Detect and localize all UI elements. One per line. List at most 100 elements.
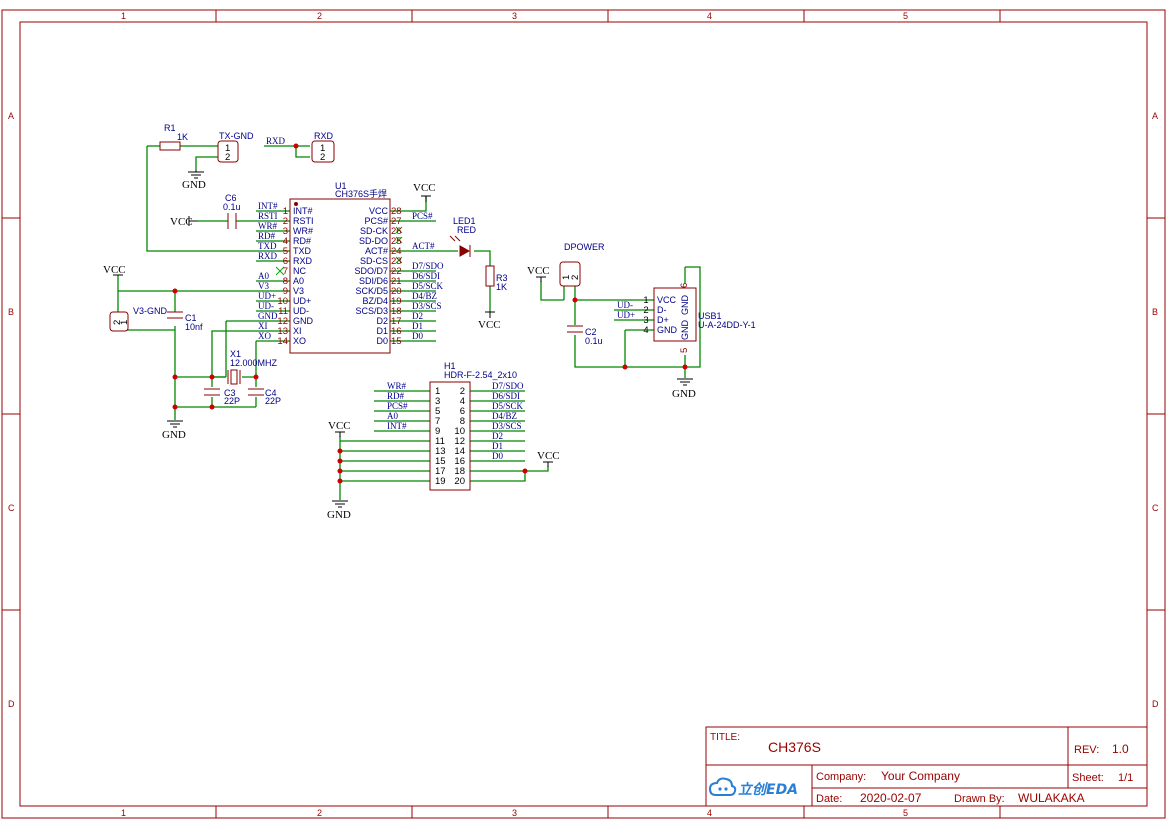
u1-pin-27-number: 27 xyxy=(391,216,402,227)
r1-value: 1K xyxy=(177,132,188,142)
gnd-label: GND xyxy=(327,509,351,521)
h1-pin-13-number: 13 xyxy=(435,446,446,457)
connector-rxd[interactable]: 1 2 RXD xyxy=(311,131,335,163)
v3-gnd-ref: V3-GND xyxy=(133,306,168,316)
u1-pin-26-number: 26 xyxy=(391,226,402,237)
connector-dpower[interactable]: 1 2 DPOWER xyxy=(559,242,605,287)
usb-pin5-num: 5 xyxy=(679,348,690,353)
date-label: Date: xyxy=(816,793,842,805)
net-label: INT# xyxy=(258,201,278,211)
u1-pin-27-name: PCS# xyxy=(364,216,388,226)
capacitor-c2[interactable]: C2 0.1u xyxy=(567,325,603,346)
crystal-x1[interactable]: X1 12.000MHZ xyxy=(227,349,278,385)
cloud-icon xyxy=(708,777,737,796)
net-label: GND xyxy=(258,311,278,321)
connector-v3-gnd[interactable]: 2 1 V3-GND xyxy=(109,306,168,332)
usb-pin-1-name: VCC xyxy=(657,295,677,305)
u1-pin-16-number: 16 xyxy=(391,326,402,337)
sheet-label: Sheet: xyxy=(1072,772,1104,784)
c3-ref: C3 xyxy=(224,388,236,398)
gnd-symbol: GND xyxy=(182,170,206,191)
capacitor-c4[interactable]: C4 22P xyxy=(248,388,281,406)
net-label: RXD xyxy=(258,251,278,261)
u1-pin-19-name: BZ/D4 xyxy=(362,296,388,306)
usb-pin-2-number: 2 xyxy=(643,305,648,316)
frame-col-5-top: 5 xyxy=(903,11,908,21)
u1-pin-1-number: 1 xyxy=(283,206,288,217)
u1-pin-28-number: 28 xyxy=(391,206,402,217)
power-symbols: VCC VCC VCC VCC VCC VCC VCC GND xyxy=(103,170,696,521)
dpower-ref: DPOWER xyxy=(564,242,605,252)
h1-pin-3-number: 3 xyxy=(435,396,440,407)
capacitor-c1[interactable]: C1 10nf xyxy=(167,311,203,332)
net-label: WR# xyxy=(387,381,406,391)
net-label: ACT# xyxy=(412,241,435,251)
drawn-by-value: WULAKAKA xyxy=(1018,791,1085,805)
frame-row-b-right: B xyxy=(1152,307,1158,317)
usb-pin-2-name: D- xyxy=(657,305,667,315)
frame-col-2-top: 2 xyxy=(317,11,322,21)
h1-pin-17-number: 17 xyxy=(435,466,446,477)
net-label: D7/SDO xyxy=(492,381,524,391)
frame-row-a-right: A xyxy=(1152,111,1158,121)
company-value: Your Company xyxy=(881,769,960,783)
net-label: UD- xyxy=(617,300,633,310)
junctions xyxy=(172,143,688,484)
tx-gnd-pin2: 2 xyxy=(225,152,230,163)
vcc-symbol: VCC xyxy=(170,216,198,228)
net-label: UD+ xyxy=(258,291,276,301)
u1-pin-18-name: SCS/D3 xyxy=(355,306,388,316)
vcc-symbol: VCC xyxy=(478,311,501,331)
vcc-label: VCC xyxy=(103,264,126,276)
capacitor-c3[interactable]: C3 22P xyxy=(204,388,240,406)
u1-pin-2-number: 2 xyxy=(283,216,288,227)
vcc-label: VCC xyxy=(527,265,550,277)
u1-pin-15-number: 15 xyxy=(391,336,402,347)
u1-pin-25-name: SD-DO xyxy=(359,236,388,246)
h1-pin-4-number: 4 xyxy=(460,396,465,407)
rev-value: 1.0 xyxy=(1112,742,1129,756)
frame-col-2-bottom: 2 xyxy=(317,808,322,818)
c2-ref: C2 xyxy=(585,327,597,337)
net-rxd: RXD xyxy=(266,136,286,146)
frame-col-5-bottom: 5 xyxy=(903,808,908,818)
u1-pin-6-name: RXD xyxy=(293,256,313,266)
r3-value: 1K xyxy=(496,282,507,292)
led-led1[interactable]: LED1 RED xyxy=(449,216,477,257)
u1-pin-11-name: UD- xyxy=(293,306,309,316)
usb-pin-4-number: 4 xyxy=(643,325,648,336)
u1-pin-24-number: 24 xyxy=(391,246,402,257)
capacitor-c6[interactable]: C6 0.1u xyxy=(223,193,241,229)
usb-pin-4-name: GND xyxy=(657,325,678,335)
net-label: INT# xyxy=(387,421,407,431)
vcc-label: VCC xyxy=(413,182,436,194)
h1-pin-10-number: 10 xyxy=(454,426,465,437)
u1-pin-9-number: 9 xyxy=(283,286,288,297)
resistor-r3[interactable]: R3 1K xyxy=(485,265,508,292)
usb-pin6-num: 6 xyxy=(679,283,690,288)
u1-pin-12-number: 12 xyxy=(277,316,288,327)
frame-col-4-bottom: 4 xyxy=(707,808,712,818)
c6-ref: C6 xyxy=(225,193,237,203)
u1-value: CH376S手焊 xyxy=(335,188,387,199)
resistor-r1[interactable]: R1 1K xyxy=(159,123,188,151)
frame-row-a-left: A xyxy=(8,111,14,121)
frame-row-d-right: D xyxy=(1152,699,1159,709)
net-label: D6/SDI xyxy=(492,391,520,401)
u1-pin-15-name: D0 xyxy=(376,336,388,346)
u1-pin-14-name: XO xyxy=(293,336,306,346)
u1-pin-8-number: 8 xyxy=(283,276,288,287)
u1-pin-20-number: 20 xyxy=(391,286,402,297)
vcc-symbol: VCC xyxy=(413,182,436,202)
u1-pin-6-number: 6 xyxy=(283,256,288,267)
date-value: 2020-02-07 xyxy=(860,791,922,805)
net-label: PCS# xyxy=(412,211,433,221)
c4-value: 22P xyxy=(265,396,281,406)
connector-tx-gnd[interactable]: 1 2 TX-GND xyxy=(217,131,254,163)
usb-pin-3-name: D+ xyxy=(657,315,669,325)
net-label: UD+ xyxy=(617,310,635,320)
h1-pin-16-number: 16 xyxy=(454,456,465,467)
